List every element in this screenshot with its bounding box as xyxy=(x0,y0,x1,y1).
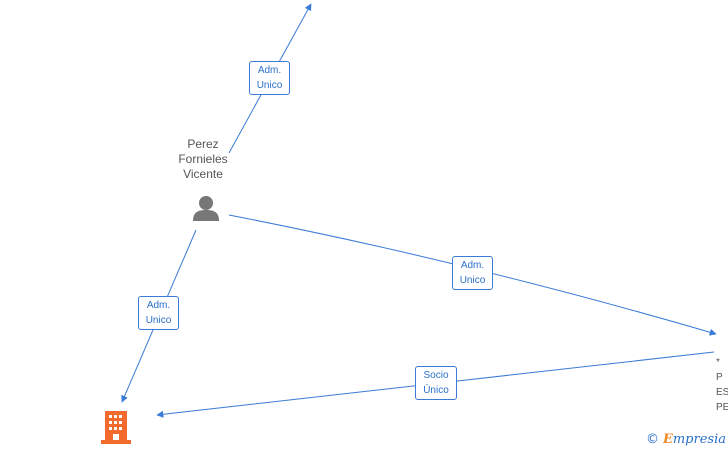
person-name-line: Vicente xyxy=(183,167,223,181)
copyright-icon: © xyxy=(645,432,659,447)
brand-initial: E xyxy=(662,432,673,447)
edge-label-line: Adm. xyxy=(257,65,282,76)
building-icon[interactable] xyxy=(101,411,131,444)
edge-label-right-to-company: Socio Único xyxy=(415,366,457,400)
edge-label-line: Unico xyxy=(459,275,486,286)
empresia-watermark: ©Empresia xyxy=(646,432,726,447)
edge-label-line: Unico xyxy=(256,80,283,91)
person-icon[interactable] xyxy=(193,196,219,221)
edge-label-line: Único xyxy=(423,385,449,396)
edge-label-person-to-company: Adm. Unico xyxy=(138,296,179,330)
edge-label-line: Unico xyxy=(145,315,172,326)
right-company-name[interactable]: * P ES PE xyxy=(716,357,728,413)
person-name-line: Perez xyxy=(187,137,219,151)
brand-name: mpresia xyxy=(672,432,726,447)
edge-label-line: Socio xyxy=(423,370,449,381)
person-name-line: Fornieles xyxy=(178,152,228,166)
person-name[interactable]: Perez Fornieles Vicente xyxy=(170,137,236,182)
edge-label-line: Adm. xyxy=(146,300,171,311)
edge-label-person-to-top: Adm. Unico xyxy=(249,61,290,95)
edge-label-line: Adm. xyxy=(460,260,485,271)
edge-label-person-to-right: Adm. Unico xyxy=(452,256,493,290)
